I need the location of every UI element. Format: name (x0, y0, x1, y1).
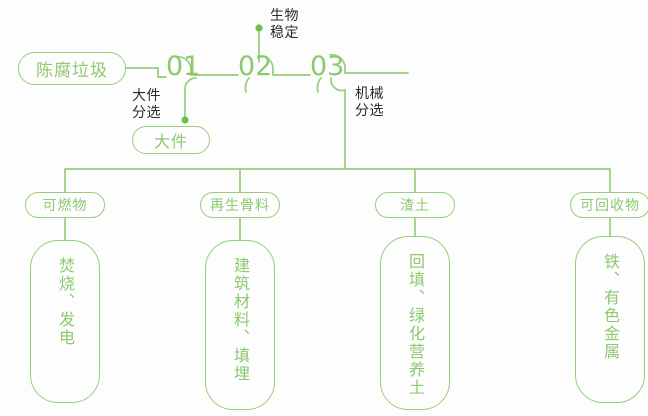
node-source-waste[interactable]: 陈腐垃圾 (18, 52, 126, 85)
outcome-box-recycled-aggregate[interactable]: 建筑材料、填埋 (205, 240, 275, 410)
outcome-box-slag-soil[interactable]: 回填、绿化营养土 (380, 236, 450, 410)
branch-header-slag-soil[interactable]: 渣土 (375, 192, 455, 218)
annotation-mechanical-sorting: 机械 分选 (355, 86, 384, 119)
wire-01-to-bulky (184, 77, 197, 119)
stage-marker-03[interactable]: 03 (310, 51, 345, 82)
wire-03-left-arc (316, 77, 322, 93)
stage-marker-02[interactable]: 02 (238, 51, 273, 82)
wire-02-arc-to-03 (257, 55, 311, 76)
outcome-box-recyclables[interactable]: 铁、有色金属 (575, 236, 645, 403)
wire-dot-bio (255, 24, 263, 32)
wire-02-left-arc (244, 77, 250, 93)
outcome-text-slag-soil: 回填、绿化营养土 (406, 253, 425, 397)
annotation-bulky-sorting: 大件 分选 (132, 88, 161, 121)
branch-header-combustible[interactable]: 可燃物 (25, 192, 105, 218)
branch-header-recyclables[interactable]: 可回收物 (570, 192, 648, 218)
outcome-text-recyclables: 铁、有色金属 (601, 253, 620, 361)
wire-dot-bulky (181, 116, 189, 124)
branch-header-recycled-aggregate[interactable]: 再生骨料 (200, 192, 280, 218)
wire-03-arc-right (329, 54, 409, 74)
outcome-text-combustible: 焚烧、发电 (56, 257, 75, 347)
stage-marker-01[interactable]: 01 (166, 51, 201, 82)
outcome-text-recycled-aggregate: 建筑材料、填埋 (231, 257, 250, 383)
wire-source-to-01 (125, 67, 167, 78)
wire-01-arc-to-02 (175, 56, 239, 76)
outcome-box-combustible[interactable]: 焚烧、发电 (30, 240, 100, 403)
annotation-bio-stabilization: 生物 稳定 (270, 8, 299, 41)
wire-03-to-bar (330, 77, 346, 170)
node-bulky-output[interactable]: 大件 (132, 126, 210, 154)
